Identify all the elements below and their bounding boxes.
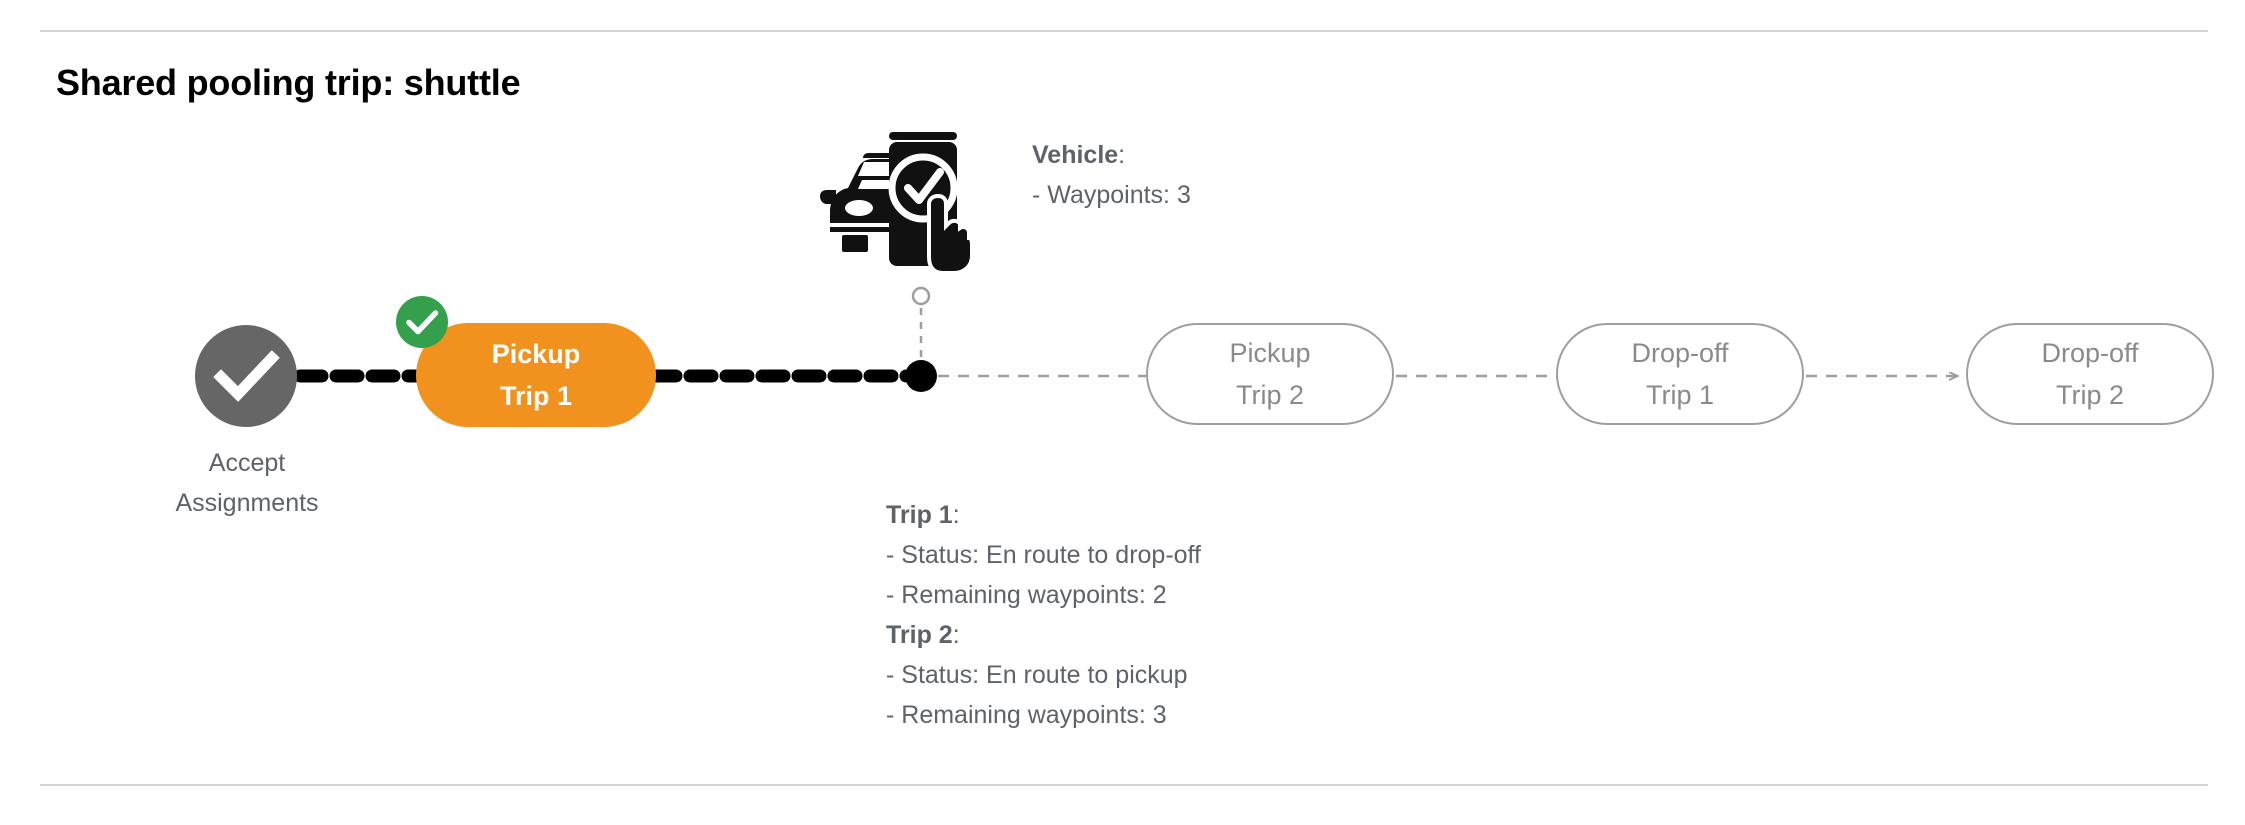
check-badge-icon <box>396 296 448 348</box>
trip-1-remaining-waypoints: - Remaining waypoints: 2 <box>886 581 1167 609</box>
top-divider <box>40 30 2208 32</box>
node-accept-assignments[interactable] <box>195 325 297 427</box>
node-dropoff-trip-1-line2: Trip 1 <box>1645 380 1714 410</box>
accept-label-line2: Assignments <box>175 489 319 517</box>
trip-2-heading-suffix: : <box>952 621 960 649</box>
node-pickup-trip-1[interactable]: Pickup Trip 1 <box>416 323 656 427</box>
page-title: Shared pooling trip: shuttle <box>56 62 521 103</box>
car-phone-check-icon <box>812 120 974 275</box>
node-dropoff-trip-1-line1: Drop-off <box>1631 338 1729 368</box>
vehicle-info-waypoints: - Waypoints: 3 <box>1032 181 1191 209</box>
vehicle-info-heading-suffix: : <box>1118 141 1126 169</box>
trip-1-heading-row: Trip 1: <box>886 495 1201 535</box>
trip-2-remaining-waypoints: - Remaining waypoints: 3 <box>886 701 1167 729</box>
trip-2-status: - Status: En route to pickup <box>886 661 1188 689</box>
trip-1-heading: Trip 1 <box>886 501 953 529</box>
vehicle-info-heading: Vehicle <box>1032 141 1119 169</box>
node-pickup-trip-2-line1: Pickup <box>1229 338 1311 368</box>
trip-2-heading: Trip 2 <box>886 621 953 649</box>
node-dropoff-trip-2-line1: Drop-off <box>2041 338 2139 368</box>
accept-label-line1: Accept <box>208 449 286 477</box>
node-pickup-trip-1-line1: Pickup <box>491 339 581 369</box>
vehicle-info-heading-row: Vehicle: <box>1032 135 1191 175</box>
check-circle-icon <box>213 350 280 402</box>
trip-info-block: Trip 1: - Status: En route to drop-off -… <box>886 495 1201 735</box>
node-accept-assignments-label: Accept Assignments <box>132 443 362 523</box>
node-pickup-trip-1-line2: Trip 1 <box>499 381 573 411</box>
vehicle-info-block: Vehicle: - Waypoints: 3 <box>1032 135 1191 215</box>
trip-1-status: - Status: En route to drop-off <box>886 541 1201 569</box>
node-pickup-trip-2[interactable]: Pickup Trip 2 <box>1146 323 1394 425</box>
node-dropoff-trip-2-line2: Trip 2 <box>2055 380 2124 410</box>
node-dropoff-trip-1[interactable]: Drop-off Trip 1 <box>1556 323 1804 425</box>
trip-2-heading-row: Trip 2: <box>886 615 1201 655</box>
node-pickup-trip-2-line2: Trip 2 <box>1235 380 1304 410</box>
bottom-divider <box>40 784 2208 786</box>
node-dropoff-trip-2[interactable]: Drop-off Trip 2 <box>1966 323 2214 425</box>
trip-1-heading-suffix: : <box>952 501 960 529</box>
